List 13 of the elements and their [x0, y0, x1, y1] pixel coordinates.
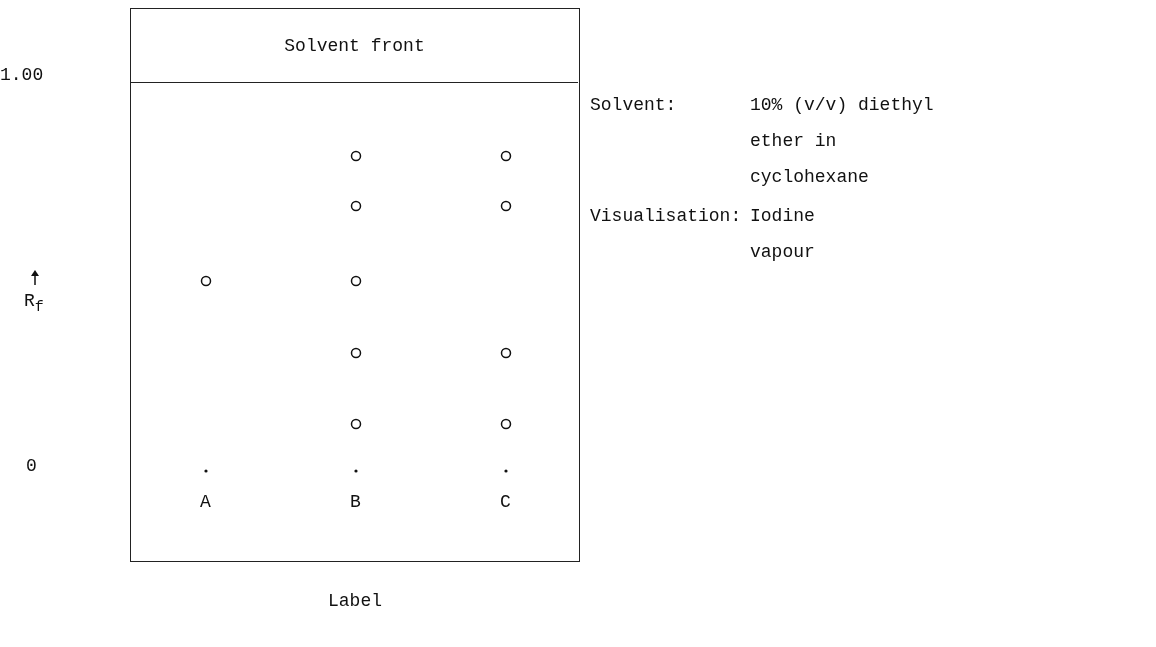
lane-label: B	[350, 491, 361, 513]
field-label: Visualisation:	[590, 205, 742, 227]
axis-label: R$_{f}$	[24, 290, 44, 318]
lane-label: C	[500, 491, 511, 513]
axis-label: Label	[328, 590, 382, 612]
field-label: Solvent:	[590, 94, 677, 116]
axis-value: 0	[26, 455, 37, 477]
field-value: Iodine vapour	[750, 205, 816, 264]
axis-value: 1.00	[0, 64, 44, 86]
field-value: 10% (v/v) diethyl ether in cyclohexane	[750, 94, 935, 189]
lane-label: A	[200, 491, 211, 513]
tlc-plate	[130, 8, 580, 562]
band-label: Solvent front	[284, 35, 425, 56]
